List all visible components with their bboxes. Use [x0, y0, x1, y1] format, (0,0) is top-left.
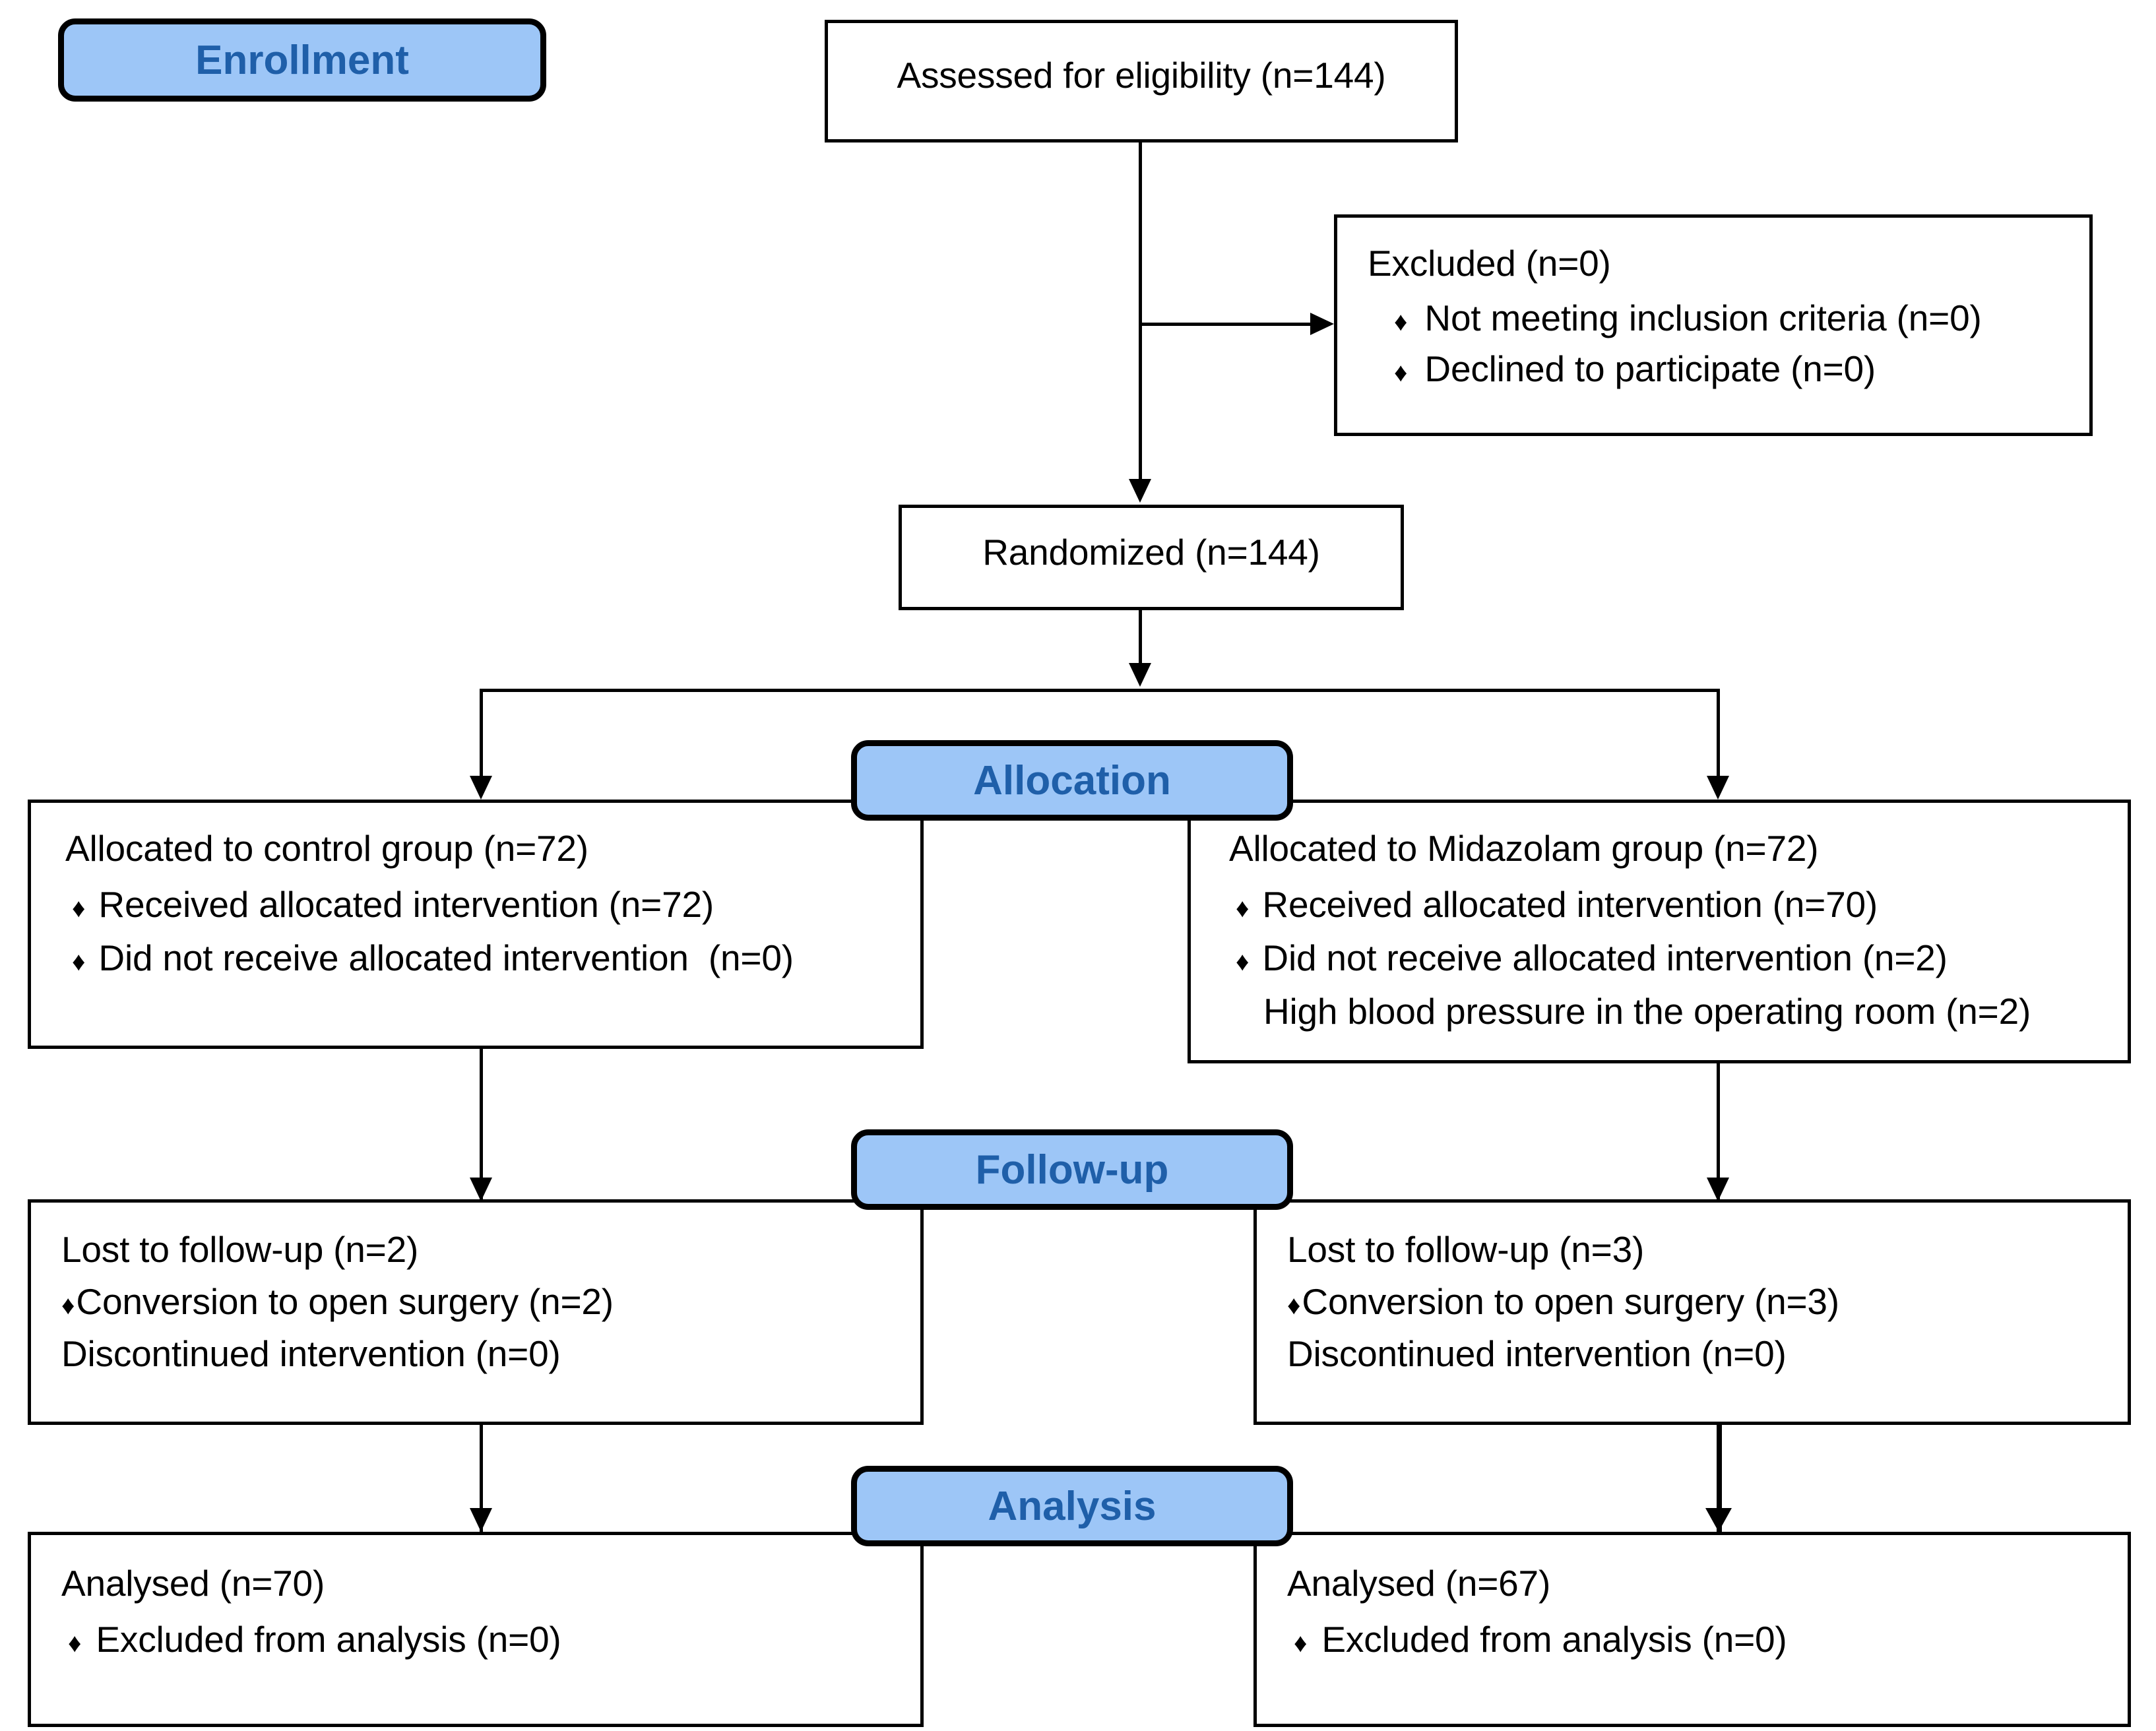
- diamond-bullet-icon: ♦: [1236, 947, 1250, 976]
- stage-label-followup: Follow-up: [975, 1147, 1169, 1193]
- node-allocated-control: Allocated to control group (n=72) ♦ Rece…: [28, 800, 924, 1049]
- arrowhead-randomized-down: [1129, 663, 1151, 687]
- node-excluded: Excluded (n=0) ♦ Not meeting inclusion c…: [1334, 214, 2093, 436]
- connector-randomized-down: [1139, 610, 1142, 676]
- stage-label-analysis: Analysis: [988, 1483, 1157, 1529]
- analysis-control-item-label: Excluded from analysis (n=0): [96, 1619, 561, 1660]
- allocated-midazolam-note: High blood pressure in the operating roo…: [1263, 991, 2031, 1032]
- stage-badge-allocation: Allocation: [851, 740, 1293, 821]
- stage-label-enrollment: Enrollment: [195, 37, 409, 83]
- connector-followup-control-to-analysis: [480, 1425, 483, 1532]
- analysis-midazolam-heading: Analysed (n=67): [1287, 1563, 1551, 1604]
- arrowhead-followup-midazolam-to-analysis: [1705, 1508, 1732, 1532]
- diamond-bullet-icon: ♦: [68, 1629, 82, 1658]
- excluded-item: ♦ Declined to participate (n=0): [1394, 351, 2076, 387]
- connector-allocation-control-to-followup: [480, 1049, 483, 1201]
- followup-midazolam-lost-heading: Lost to follow-up (n=3): [1287, 1229, 1645, 1270]
- allocated-midazolam-item-label: Did not receive allocated intervention (…: [1262, 937, 1948, 978]
- analysis-midazolam-item-label: Excluded from analysis (n=0): [1321, 1619, 1787, 1660]
- arrowhead-allocation-midazolam-to-followup: [1707, 1178, 1729, 1201]
- diamond-bullet-icon: ♦: [72, 894, 86, 923]
- followup-midazolam-lost-item: ♦ Conversion to open surgery (n=3): [1287, 1284, 2116, 1320]
- connector-assessed-to-randomized: [1139, 142, 1142, 499]
- connector-split-left: [480, 689, 483, 777]
- excluded-item: ♦ Not meeting inclusion criteria (n=0): [1394, 300, 2076, 336]
- allocated-control-item-label: Received allocated intervention (n=72): [98, 884, 714, 925]
- node-analysis-control: Analysed (n=70) ♦ Excluded from analysis…: [28, 1532, 924, 1727]
- followup-midazolam-discontinued: Discontinued intervention (n=0): [1287, 1333, 1787, 1374]
- diamond-bullet-icon: ♦: [1394, 358, 1408, 387]
- node-followup-control: Lost to follow-up (n=2) ♦ Conversion to …: [28, 1199, 924, 1425]
- diamond-bullet-icon: ♦: [72, 947, 86, 976]
- split-bar-allocation: [480, 689, 1720, 692]
- allocated-control-item-label: Did not receive allocated intervention (…: [98, 937, 794, 978]
- excluded-item-label: Declined to participate (n=0): [1424, 348, 1876, 389]
- node-analysis-midazolam: Analysed (n=67) ♦ Excluded from analysis…: [1253, 1532, 2131, 1727]
- connector-allocation-midazolam-to-followup: [1717, 1063, 1720, 1201]
- diamond-bullet-icon: ♦: [61, 1291, 75, 1320]
- connector-split-right: [1717, 689, 1720, 777]
- analysis-control-heading: Analysed (n=70): [61, 1563, 325, 1604]
- randomized-text: Randomized (n=144): [982, 532, 1320, 573]
- allocated-midazolam-item: ♦ Did not receive allocated intervention…: [1236, 940, 2121, 976]
- followup-control-lost-heading: Lost to follow-up (n=2): [61, 1229, 419, 1270]
- arrowhead-assessed-to-excluded: [1310, 313, 1334, 335]
- followup-control-lost-item: ♦ Conversion to open surgery (n=2): [61, 1284, 908, 1320]
- connector-followup-midazolam-to-analysis: [1717, 1425, 1722, 1532]
- arrowhead-split-right: [1707, 776, 1729, 800]
- allocated-midazolam-item-label: Received allocated intervention (n=70): [1262, 884, 1878, 925]
- followup-control-lost-item-label: Conversion to open surgery (n=2): [76, 1281, 614, 1322]
- node-followup-midazolam: Lost to follow-up (n=3) ♦ Conversion to …: [1253, 1199, 2131, 1425]
- stage-badge-analysis: Analysis: [851, 1466, 1293, 1546]
- diamond-bullet-icon: ♦: [1287, 1291, 1301, 1320]
- excluded-item-label: Not meeting inclusion criteria (n=0): [1424, 298, 1982, 338]
- arrowhead-assessed-to-randomized: [1129, 479, 1151, 503]
- diamond-bullet-icon: ♦: [1236, 894, 1250, 923]
- analysis-midazolam-item: ♦ Excluded from analysis (n=0): [1294, 1621, 2116, 1658]
- connector-assessed-to-excluded: [1139, 323, 1330, 326]
- node-randomized: Randomized (n=144): [899, 505, 1404, 610]
- node-assessed-for-eligibility: Assessed for eligibility (n=144): [825, 20, 1458, 142]
- allocated-midazolam-item: ♦ Received allocated intervention (n=70): [1236, 887, 2121, 923]
- allocated-control-item: ♦ Received allocated intervention (n=72): [72, 887, 908, 923]
- analysis-control-item: ♦ Excluded from analysis (n=0): [68, 1621, 908, 1658]
- allocated-midazolam-heading: Allocated to Midazolam group (n=72): [1229, 828, 1819, 869]
- allocated-control-item: ♦ Did not receive allocated intervention…: [72, 940, 908, 976]
- diamond-bullet-icon: ♦: [1394, 307, 1408, 336]
- node-allocated-midazolam: Allocated to Midazolam group (n=72) ♦ Re…: [1188, 800, 2131, 1063]
- diamond-bullet-icon: ♦: [1294, 1629, 1308, 1658]
- stage-badge-enrollment: Enrollment: [58, 18, 546, 102]
- stage-label-allocation: Allocation: [973, 757, 1171, 803]
- assessed-text: Assessed for eligibility (n=144): [897, 55, 1386, 96]
- excluded-heading: Excluded (n=0): [1368, 243, 1611, 284]
- allocated-control-heading: Allocated to control group (n=72): [65, 828, 588, 869]
- followup-control-discontinued: Discontinued intervention (n=0): [61, 1333, 561, 1374]
- followup-midazolam-lost-item-label: Conversion to open surgery (n=3): [1302, 1281, 1839, 1322]
- arrowhead-followup-control-to-analysis: [470, 1508, 492, 1532]
- arrowhead-split-left: [470, 776, 492, 800]
- arrowhead-allocation-control-to-followup: [470, 1178, 492, 1201]
- stage-badge-followup: Follow-up: [851, 1129, 1293, 1210]
